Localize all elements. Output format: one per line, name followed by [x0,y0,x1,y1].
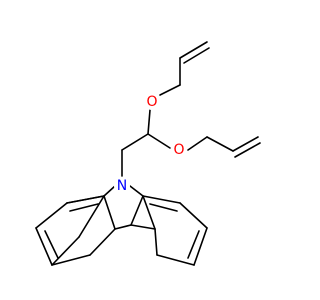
bond [69,203,99,212]
oxygen-atom-lower-bg [171,142,187,158]
oxygen-atom-upper: O [146,94,157,110]
bond [147,109,151,135]
bond [35,202,68,229]
bond [89,228,116,256]
bond [147,133,171,149]
oxygen-atom-lower: O [173,142,184,158]
bond [154,228,158,256]
bond [179,202,208,229]
bond [193,227,208,266]
bond [187,136,208,151]
bond [130,224,156,230]
bond [66,195,105,204]
bond [142,195,156,230]
bond [129,185,144,197]
bonds [35,41,261,266]
bond [44,230,59,259]
bond [51,236,80,266]
bond [35,227,53,266]
molecule-structure: N O O [35,41,261,266]
bond [159,84,181,96]
bond [156,254,195,266]
bond [114,224,132,230]
bond [183,47,210,64]
bond [142,195,181,204]
bond [130,195,144,226]
bond [234,142,261,158]
nitrogen-atom: N [117,178,127,194]
bond [121,133,149,151]
oxygen-atom-upper-bg [144,94,160,110]
bond [51,254,91,266]
nitrogen-atom-bg [114,178,130,194]
atom-labels: N O O [114,94,187,194]
bond [187,230,200,259]
bond [78,195,105,238]
bond [103,195,116,230]
bond [179,41,208,59]
bond [232,136,259,152]
bond [149,203,178,212]
bond [103,185,116,197]
bond [206,136,234,152]
